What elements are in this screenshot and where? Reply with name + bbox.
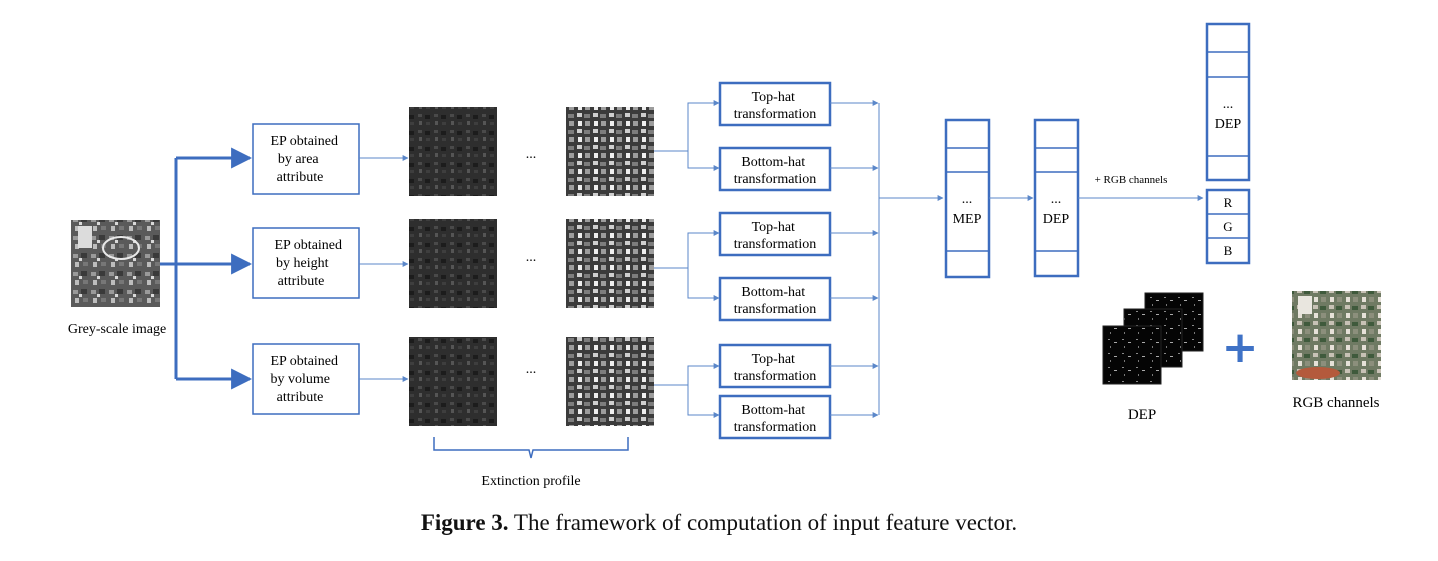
svg-text:...: ... bbox=[1223, 97, 1234, 112]
extinction-profile-label: Extinction profile bbox=[481, 474, 580, 489]
dep-image-label: DEP bbox=[1128, 407, 1156, 423]
transform-box-area-tophat: Top-hat transformation bbox=[718, 81, 832, 127]
svg-text:...: ... bbox=[526, 362, 537, 377]
figure-caption: Figure 3. The framework of computation o… bbox=[0, 510, 1438, 536]
svg-text:Top-hat transformation: Top-hat transformation bbox=[734, 90, 816, 122]
svg-text:Bottom-hat transformatio: Bottom-hat transformation bbox=[734, 285, 816, 317]
dep-image-stack bbox=[1102, 292, 1204, 385]
svg-text:Bottom-hat transformatio: Bottom-hat transformation bbox=[734, 403, 816, 435]
transform-box-height-tophat: Top-hat transformation bbox=[718, 211, 832, 257]
svg-text:MEP: MEP bbox=[953, 212, 982, 227]
svg-text:R: R bbox=[1224, 195, 1233, 210]
svg-text:...: ... bbox=[1051, 192, 1062, 207]
profile-image-volume-first bbox=[409, 337, 497, 426]
transform-box-area-bottomhat: Bottom-hat transformation bbox=[718, 146, 832, 192]
profile-image-height-last bbox=[566, 219, 654, 308]
plus-icon: + bbox=[1222, 322, 1259, 373]
profile-image-area-first bbox=[409, 107, 497, 196]
transform-to-mep-arrows bbox=[830, 100, 944, 418]
svg-text:Top-hat transformation: Top-hat transformation bbox=[734, 220, 816, 252]
dep-stack: ... DEP bbox=[1033, 118, 1080, 278]
ep-box-volume: EP obtained by volume attribute bbox=[252, 343, 360, 415]
profile-images bbox=[409, 107, 654, 426]
mep-stack: ... MEP bbox=[944, 118, 991, 279]
ep-box-height: EP obtained by height attribute bbox=[252, 227, 360, 299]
input-image bbox=[71, 220, 160, 307]
rgb-image bbox=[1292, 291, 1381, 380]
transform-box-volume-tophat: Top-hat transformation bbox=[718, 343, 832, 389]
svg-text:...: ... bbox=[526, 250, 537, 265]
rgb-image-label: RGB channels bbox=[1292, 395, 1379, 411]
input-image-label: Grey-scale image bbox=[68, 322, 166, 337]
rgb-arrow-label: + RGB channels bbox=[1095, 174, 1168, 186]
transform-box-height-bottomhat: Bottom-hat transformation bbox=[718, 276, 832, 322]
ep-to-profile-arrows bbox=[359, 155, 409, 382]
profile-to-transform-connectors bbox=[654, 100, 720, 418]
svg-text:Top-hat transformation: Top-hat transformation bbox=[734, 352, 816, 384]
svg-text:B: B bbox=[1224, 243, 1233, 258]
final-dep-stack: ... DEP bbox=[1205, 22, 1251, 182]
transform-box-volume-bottomhat: Bottom-hat transformation bbox=[718, 394, 832, 440]
figure-number: Figure 3. bbox=[420, 510, 509, 535]
ep-box-area: EP obtained by area attribute bbox=[252, 123, 360, 195]
svg-text:EP obtained by volume: EP obtained by volume attribute bbox=[270, 354, 341, 405]
profile-image-height-first bbox=[409, 219, 497, 308]
extinction-profile-bracket bbox=[433, 437, 629, 459]
svg-text:...: ... bbox=[526, 147, 537, 162]
svg-text:EP obtained by area: EP obtained by area attribute bbox=[270, 134, 341, 185]
svg-text:...: ... bbox=[962, 192, 973, 207]
branch-arrows bbox=[160, 147, 253, 390]
svg-text:G: G bbox=[1223, 219, 1232, 234]
svg-text:Bottom-hat transformatio: Bottom-hat transformation bbox=[734, 155, 816, 187]
svg-text:DEP: DEP bbox=[1043, 212, 1070, 227]
profile-image-area-last bbox=[566, 107, 654, 196]
svg-text:EP obtained by height: EP obtained by height attribute bbox=[274, 238, 345, 289]
profile-image-volume-last bbox=[566, 337, 654, 426]
svg-text:DEP: DEP bbox=[1215, 117, 1242, 132]
figure-caption-text: The framework of computation of input fe… bbox=[508, 510, 1018, 535]
final-rgb-stack: R G B bbox=[1205, 188, 1251, 265]
profile-ellipses: ... ... ... bbox=[526, 147, 537, 377]
